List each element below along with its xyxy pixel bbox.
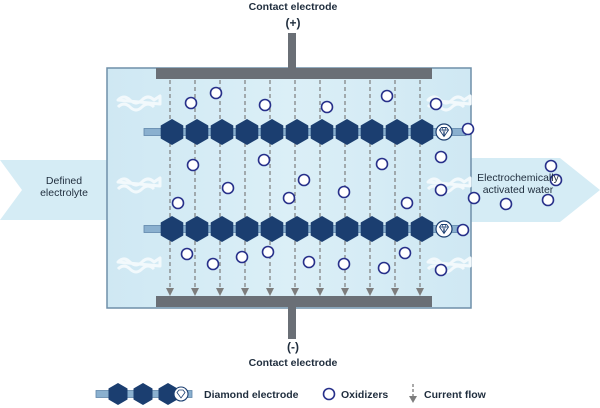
diamond-segment bbox=[185, 216, 209, 242]
oxidizer bbox=[499, 197, 513, 211]
current-arrow bbox=[166, 80, 174, 296]
cell-body bbox=[106, 67, 472, 309]
outlet-arrow bbox=[460, 158, 600, 222]
oxidizer bbox=[549, 173, 563, 187]
diamond-segment bbox=[335, 119, 359, 145]
oxidizer bbox=[380, 89, 394, 103]
oxidizer bbox=[337, 185, 351, 199]
diamond-segment bbox=[185, 119, 209, 145]
oxidizer bbox=[171, 196, 185, 210]
oxidizers bbox=[171, 86, 563, 277]
oxidizer bbox=[184, 96, 198, 110]
oxidizer bbox=[180, 247, 194, 261]
inlet-label-line2: electrolyte bbox=[40, 187, 88, 199]
oxidizer bbox=[434, 183, 448, 197]
oxidizer bbox=[235, 250, 249, 264]
oxidizer bbox=[544, 159, 558, 173]
diamond-segment bbox=[235, 119, 259, 145]
diamond-gem-icon bbox=[435, 220, 453, 238]
legend-oxidizers-label: Oxidizers bbox=[341, 389, 388, 401]
diamond-segment bbox=[360, 216, 384, 242]
oxidizer bbox=[337, 257, 351, 271]
diamond-segment bbox=[160, 216, 184, 242]
oxidizer bbox=[302, 255, 316, 269]
oxidizer bbox=[209, 86, 223, 100]
diamond-segment bbox=[210, 216, 234, 242]
bottom-contact-stem bbox=[288, 307, 296, 339]
current-arrow bbox=[191, 80, 199, 296]
oxidizer bbox=[541, 193, 555, 207]
oxidizer bbox=[377, 261, 391, 275]
oxidizer bbox=[257, 153, 271, 167]
legend-diamond-label: Diamond electrode bbox=[204, 389, 299, 401]
oxidizer bbox=[434, 263, 448, 277]
bottom-polarity-label: (-) bbox=[287, 340, 299, 354]
oxidizer bbox=[434, 150, 448, 164]
outlet-label-line2: activated water bbox=[483, 184, 554, 196]
top-contact-plate bbox=[156, 68, 432, 79]
diamond-segment bbox=[310, 119, 334, 145]
diamond-segment bbox=[235, 216, 259, 242]
flow-wave bbox=[116, 94, 162, 112]
current-flow-arrows bbox=[166, 80, 424, 296]
diamond-segment bbox=[160, 119, 184, 145]
bottom-contact-plate bbox=[156, 296, 432, 307]
current-arrow bbox=[341, 80, 349, 296]
diamond-segment bbox=[285, 216, 309, 242]
inlet-label-line1: Defined bbox=[46, 175, 82, 187]
legend-current-label: Current flow bbox=[424, 389, 487, 401]
diamond-segment bbox=[210, 119, 234, 145]
top-contact-label: Contact electrode bbox=[249, 1, 338, 13]
diamond-segment bbox=[260, 216, 284, 242]
current-arrow bbox=[366, 80, 374, 296]
oxidizer bbox=[258, 98, 272, 112]
diamond-segment bbox=[385, 119, 409, 145]
bottom-contact-label: Contact electrode bbox=[249, 357, 338, 369]
oxidizer bbox=[221, 181, 235, 195]
oxidizer bbox=[456, 223, 470, 237]
oxidizer-ring-icon bbox=[322, 387, 336, 401]
dashed-arrow-down-icon bbox=[409, 384, 417, 403]
current-arrow bbox=[316, 80, 324, 296]
oxidizer bbox=[297, 173, 311, 187]
outlet-label-line1: Electrochemically bbox=[477, 172, 559, 184]
inlet-arrow bbox=[0, 160, 110, 220]
diamond-segment bbox=[260, 119, 284, 145]
diamond-electrode-upper bbox=[143, 119, 467, 145]
oxidizer bbox=[186, 158, 200, 172]
flow-wave bbox=[116, 256, 162, 274]
oxidizer bbox=[375, 157, 389, 171]
diamond-segment bbox=[310, 216, 334, 242]
legend: Diamond electrode Oxidizers Current flow bbox=[95, 383, 487, 405]
oxidizer bbox=[261, 245, 275, 259]
diamond-segment bbox=[335, 216, 359, 242]
oxidizer bbox=[206, 257, 220, 271]
current-arrow bbox=[416, 80, 424, 296]
diamond-segment bbox=[410, 216, 434, 242]
current-arrow bbox=[391, 80, 399, 296]
diamond-segment bbox=[385, 216, 409, 242]
top-polarity-label: (+) bbox=[286, 16, 301, 30]
oxidizer bbox=[429, 97, 443, 111]
diamond-segment bbox=[360, 119, 384, 145]
oxidizer bbox=[282, 191, 296, 205]
diamond-gem-icon bbox=[435, 123, 453, 141]
oxidizer bbox=[461, 122, 475, 136]
current-arrow bbox=[216, 80, 224, 296]
diamond-electrode-lower bbox=[143, 216, 467, 242]
oxidizer bbox=[320, 100, 334, 114]
diamond-segment bbox=[410, 119, 434, 145]
oxidizer bbox=[400, 196, 414, 210]
oxidizer bbox=[398, 246, 412, 260]
diamond-segment bbox=[285, 119, 309, 145]
top-contact-stem bbox=[288, 33, 296, 73]
oxidizer bbox=[467, 191, 481, 205]
legend-diamond-electrode-swatch bbox=[95, 383, 193, 405]
current-arrow bbox=[291, 80, 299, 296]
flow-wave bbox=[116, 176, 162, 194]
